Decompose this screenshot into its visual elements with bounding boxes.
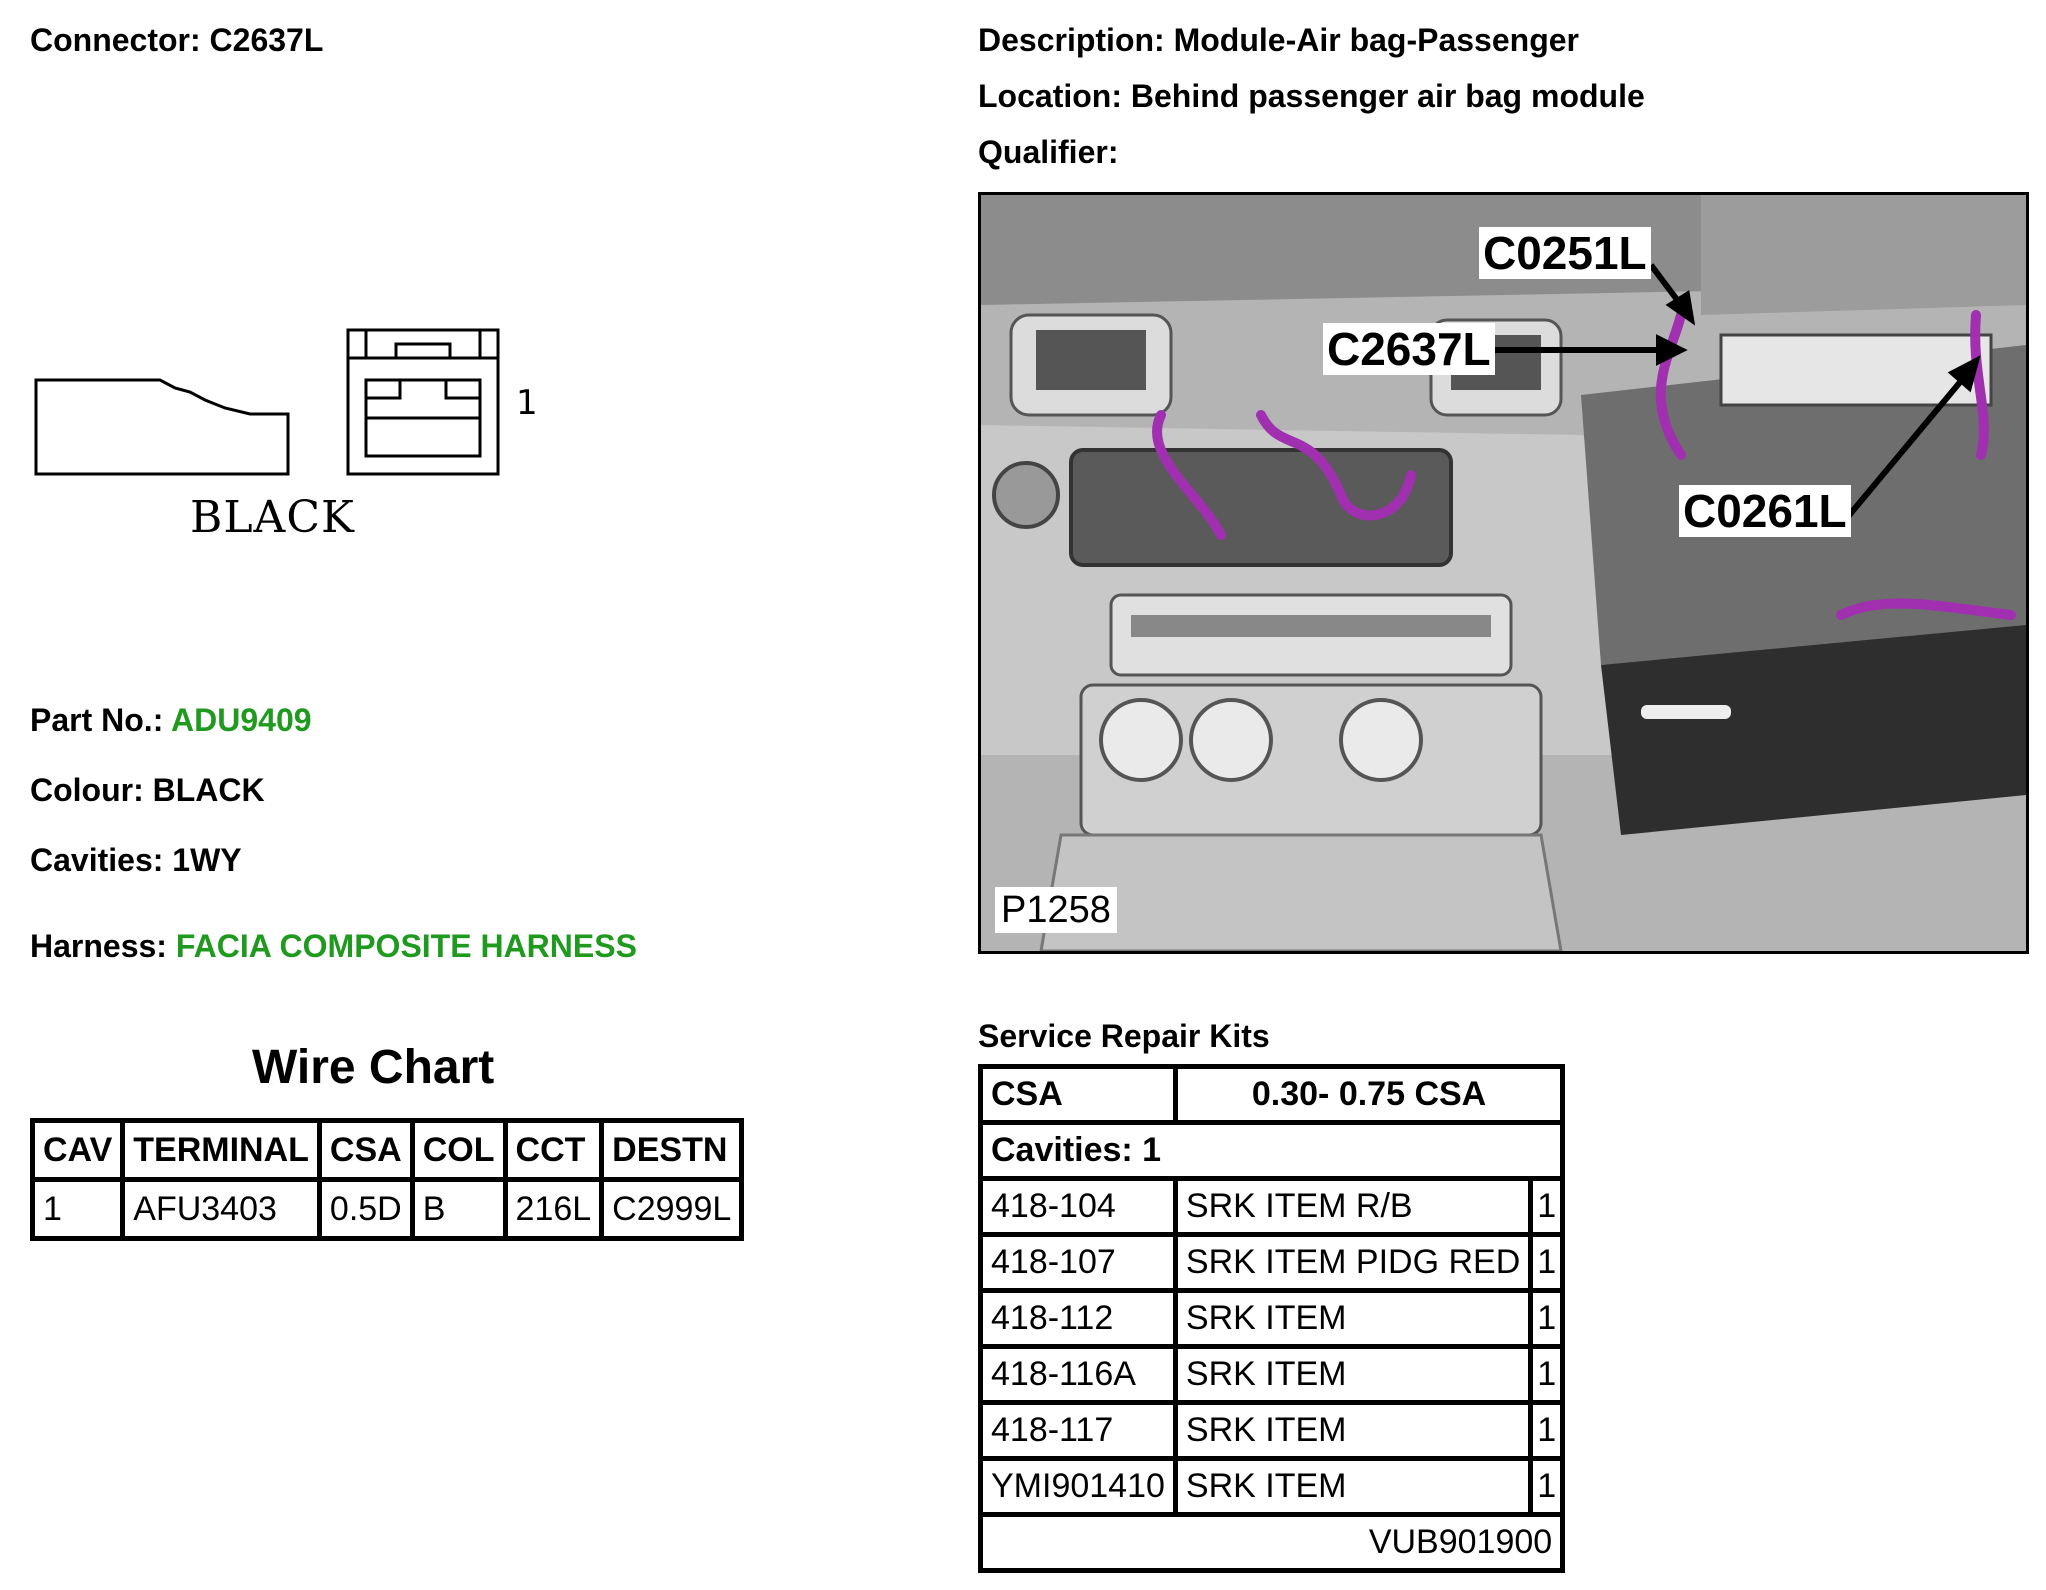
colour-value: BLACK — [152, 772, 265, 808]
location-photo: C0251L C2637L C0261L P1258 — [978, 192, 2029, 954]
connector-drawing: 1 — [34, 328, 538, 476]
description-line: Description: Module-Air bag-Passenger — [978, 22, 1579, 59]
part-number-line: Part No.: ADU9409 — [30, 702, 312, 739]
connector-face-view — [346, 328, 500, 476]
table-row: 418-112 SRK ITEM 1 — [978, 1288, 1566, 1349]
cell-cav: 1 — [29, 1177, 126, 1241]
callout-c0261l: C0261L — [1679, 485, 1851, 537]
connector-label: Connector: — [30, 22, 201, 58]
location-value: Behind passenger air bag module — [1130, 78, 1645, 114]
kit-code: YMI901410 — [978, 1456, 1178, 1517]
kit-code: 418-117 — [978, 1400, 1178, 1461]
cell-terminal: AFU3403 — [120, 1177, 322, 1241]
kit-qty: 1 — [1528, 1288, 1566, 1349]
harness-link[interactable]: FACIA COMPOSITE HARNESS — [175, 928, 637, 964]
cell-destn: C2999L — [599, 1177, 745, 1241]
kit-name: SRK ITEM — [1172, 1400, 1534, 1461]
pin-number-label: 1 — [516, 383, 538, 423]
connector-value: C2637L — [209, 22, 324, 58]
cavities-label: Cavities: — [30, 842, 164, 878]
kit-qty: 1 — [1528, 1232, 1566, 1293]
part-number-label: Part No.: — [30, 702, 164, 738]
kit-code: 418-104 — [978, 1176, 1178, 1237]
table-row: YMI901410 SRK ITEM 1 — [978, 1456, 1566, 1517]
colour-line: Colour: BLACK — [30, 772, 265, 809]
cavities-value: 1WY — [172, 842, 242, 878]
kit-name: SRK ITEM R/B — [1172, 1176, 1534, 1237]
callout-arrows — [1481, 263, 1981, 527]
kit-code: 418-107 — [978, 1232, 1178, 1293]
kit-qty: 1 — [1528, 1344, 1566, 1405]
cavities-line: Cavities: 1WY — [30, 842, 242, 879]
qualifier-label: Qualifier: — [978, 134, 1119, 170]
table-row: 418-117 SRK ITEM 1 — [978, 1400, 1566, 1461]
csa-value: 0.30- 0.75 CSA — [1172, 1064, 1566, 1125]
cavities-row: Cavities: 1 — [977, 1120, 1566, 1181]
part-number-link[interactable]: ADU9409 — [171, 702, 312, 738]
description-value: Module-Air bag-Passenger — [1173, 22, 1579, 58]
col-header-col: COL — [409, 1118, 508, 1182]
picture-id: P1258 — [995, 887, 1117, 933]
location-line: Location: Behind passenger air bag modul… — [978, 78, 1645, 115]
table-row: 418-107 SRK ITEM PIDG RED 1 — [978, 1232, 1566, 1293]
description-label: Description: — [978, 22, 1165, 58]
wire-chart-header-row: CAV TERMINAL CSA COL CCT DESTN — [29, 1118, 745, 1182]
table-row: 418-104 SRK ITEM R/B 1 — [978, 1176, 1566, 1237]
table-row: 1 AFU3403 0.5D B 216L C2999L — [29, 1177, 745, 1241]
kit-qty: 1 — [1528, 1400, 1566, 1461]
kit-name: SRK ITEM — [1172, 1456, 1534, 1517]
kit-qty: 1 — [1528, 1456, 1566, 1517]
kit-code: 418-112 — [978, 1288, 1178, 1349]
dashboard-illustration — [981, 195, 2026, 951]
colour-label: Colour: — [30, 772, 144, 808]
kit-code: 418-116A — [978, 1344, 1178, 1405]
cavities-count: Cavities: 1 — [977, 1120, 1566, 1181]
cell-cct: 216L — [502, 1177, 605, 1241]
cell-col: B — [409, 1177, 508, 1241]
col-header-terminal: TERMINAL — [120, 1118, 322, 1182]
col-header-cav: CAV — [29, 1118, 126, 1182]
repair-kits-table: CSA 0.30- 0.75 CSA Cavities: 1 418-104 S… — [977, 1064, 1566, 1573]
csa-label: CSA — [978, 1064, 1178, 1125]
kit-qty: 1 — [1528, 1176, 1566, 1237]
col-header-csa: CSA — [316, 1118, 415, 1182]
callout-c0251l: C0251L — [1479, 227, 1651, 279]
kit-name: SRK ITEM — [1172, 1288, 1534, 1349]
col-header-destn: DESTN — [599, 1118, 745, 1182]
harness-line: Harness: FACIA COMPOSITE HARNESS — [30, 928, 637, 965]
kit-name: SRK ITEM — [1172, 1344, 1534, 1405]
connector-colour-caption: BLACK — [190, 492, 355, 543]
cell-csa: 0.5D — [316, 1177, 415, 1241]
harness-wires — [1152, 310, 2016, 620]
qualifier-line: Qualifier: — [978, 134, 1118, 171]
csa-row: CSA 0.30- 0.75 CSA — [978, 1064, 1566, 1125]
wire-chart-title: Wire Chart — [252, 1041, 495, 1094]
harness-label: Harness: — [30, 928, 167, 964]
location-label: Location: — [978, 78, 1122, 114]
callout-c2637l: C2637L — [1323, 323, 1495, 375]
table-row: 418-116A SRK ITEM 1 — [978, 1344, 1566, 1405]
kit-footer-row: VUB901900 — [977, 1512, 1566, 1573]
wire-chart-table: CAV TERMINAL CSA COL CCT DESTN 1 AFU3403… — [29, 1118, 745, 1241]
kit-part-number: VUB901900 — [977, 1512, 1566, 1573]
kit-name: SRK ITEM PIDG RED — [1172, 1232, 1534, 1293]
col-header-cct: CCT — [502, 1118, 605, 1182]
repair-kits-title: Service Repair Kits — [978, 1018, 1270, 1054]
connector-heading: Connector: C2637L — [30, 22, 323, 59]
connector-side-view — [34, 378, 290, 476]
